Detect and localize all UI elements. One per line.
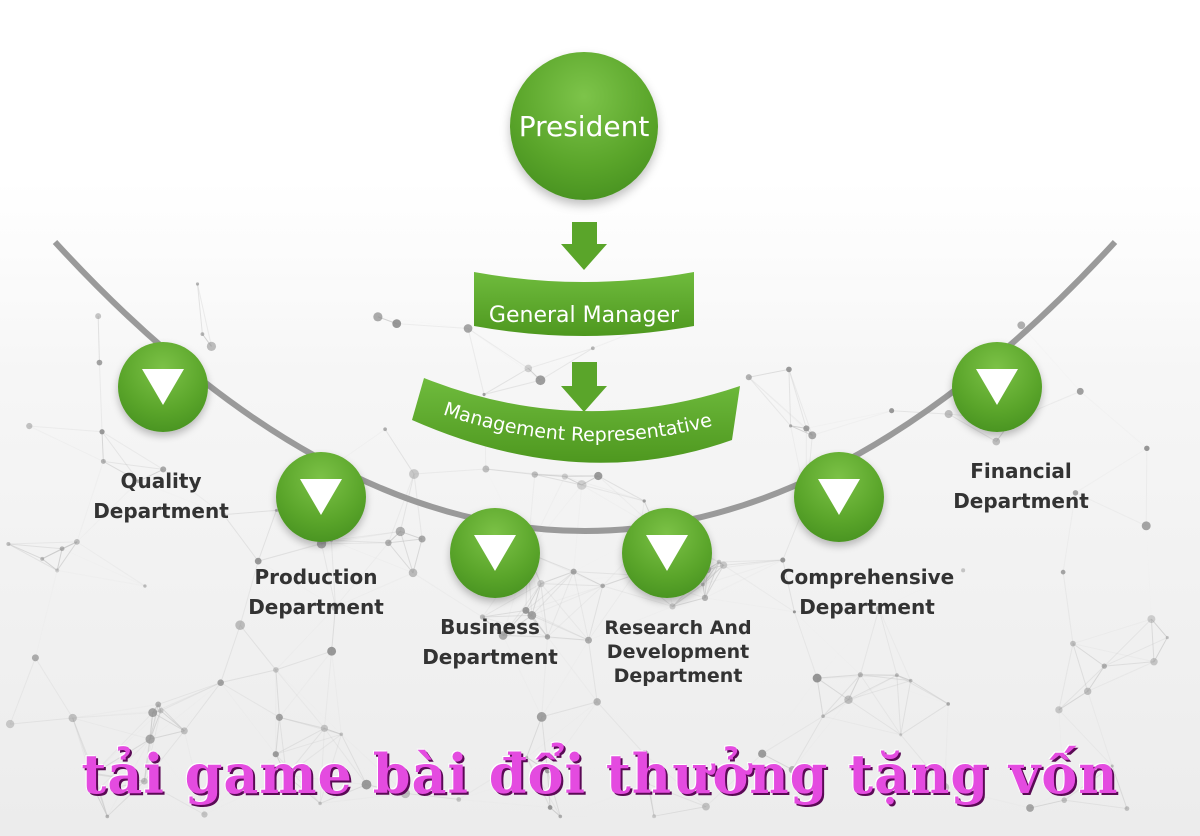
- chevron-down-icon: [142, 369, 184, 405]
- chevron-down-icon: [818, 479, 860, 515]
- chevron-down-icon: [474, 535, 516, 571]
- president-label: President: [518, 109, 650, 143]
- comprehensive-department-label: Comprehensive Department: [779, 565, 955, 619]
- comprehensive-department-node: [794, 452, 884, 542]
- financial-department-label: Financial Department: [953, 459, 1089, 513]
- general-manager-label: General Manager: [489, 303, 680, 328]
- chevron-down-icon: [300, 479, 342, 515]
- quality-department-node: [118, 342, 208, 432]
- research-development-department-node: [622, 508, 712, 598]
- chevron-down-icon: [646, 535, 688, 571]
- down-arrow-icon: [561, 362, 607, 412]
- financial-department-node: [952, 342, 1042, 432]
- chevron-down-icon: [976, 369, 1018, 405]
- president-node: President: [510, 52, 658, 200]
- business-department-node: [450, 508, 540, 598]
- overlay-title: tải game bài đổi thưởng tặng vốn: [81, 742, 1119, 806]
- business-department-label: Business Department: [422, 615, 558, 669]
- production-department-label: Production Department: [248, 565, 384, 619]
- production-department-node: [276, 452, 366, 542]
- down-arrow-icon: [561, 222, 607, 270]
- quality-department-label: Quality Department: [93, 469, 229, 523]
- research-development-department-label: Research And Development Department: [604, 617, 752, 687]
- general-manager-banner: General Manager: [474, 272, 694, 336]
